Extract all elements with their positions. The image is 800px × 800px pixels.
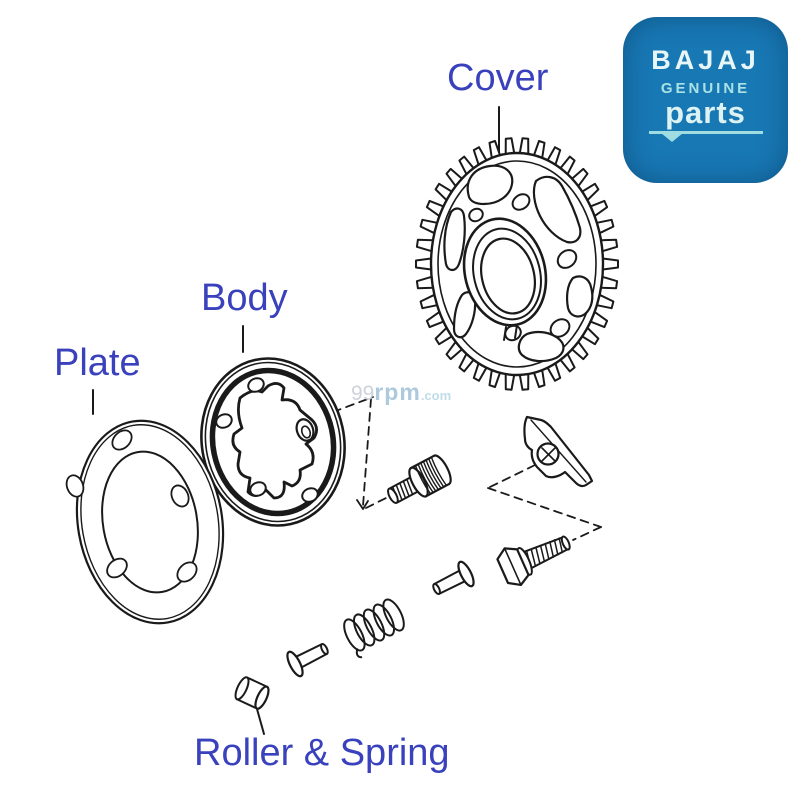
body-drawing — [200, 357, 346, 527]
dashed-guides — [332, 396, 602, 541]
watermark-part1: 99 — [351, 382, 375, 405]
lever-drawing — [523, 415, 594, 488]
leader-lines — [92, 106, 500, 735]
bajaj-logo: BAJAJ GENUINE parts — [623, 17, 788, 183]
dashed-arrowhead — [356, 499, 369, 510]
logo-arrow-icon — [660, 133, 683, 142]
logo-underline — [648, 131, 763, 142]
logo-parts-text: parts — [665, 95, 746, 130]
hex-bolt-drawing — [496, 535, 571, 587]
knurled-screw-drawing — [387, 454, 452, 504]
cover-gear-drawing — [415, 137, 619, 391]
label-roller-spring: Roller & Spring — [194, 732, 450, 774]
watermark-part2: rpm — [374, 379, 421, 405]
pin-upper-drawing — [432, 560, 475, 596]
watermark-part3: .com — [420, 388, 452, 403]
roller-drawing — [234, 676, 270, 710]
logo-brand-text: BAJAJ — [651, 45, 760, 75]
pin-lower-drawing — [286, 642, 329, 678]
watermark: 99 rpm .com — [351, 379, 451, 406]
plate-drawing — [65, 419, 225, 625]
label-body: Body — [201, 277, 288, 319]
spring-drawing — [343, 598, 405, 659]
logo-genuine-text: GENUINE — [660, 80, 751, 97]
label-cover: Cover — [447, 57, 549, 99]
label-plate: Plate — [54, 342, 141, 384]
